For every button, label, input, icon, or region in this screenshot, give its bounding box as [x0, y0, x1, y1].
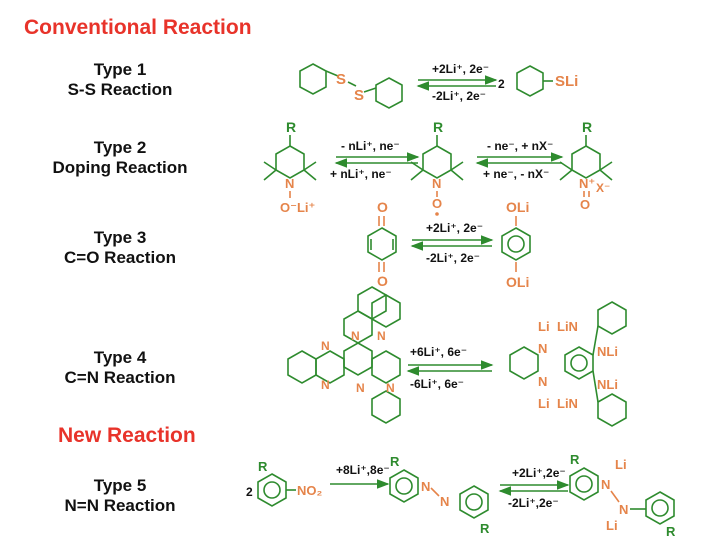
- type3-name: Type 3: [93, 228, 147, 247]
- lithium-amide: NLi: [597, 344, 618, 359]
- header-new-reaction: New Reaction: [58, 424, 196, 447]
- central-ring: [343, 342, 373, 376]
- type5-scheme: 2 R NO₂ +8Li⁺,8e⁻ R N N R +2Li⁺,2e⁻ -2Li…: [246, 452, 676, 539]
- hydrazine-nitrogen: N: [619, 502, 628, 517]
- type3-reaction: C=O Reaction: [64, 248, 176, 267]
- type4-reaction: C=N Reaction: [64, 368, 176, 387]
- piperidine-ring: [422, 145, 452, 179]
- nitro-group: NO₂: [297, 483, 323, 498]
- phenyl-ring: [501, 227, 531, 261]
- r-group: R: [258, 459, 268, 474]
- r-group: R: [570, 452, 580, 467]
- type3-reverse-condition: -2Li⁺, 2e⁻: [426, 251, 480, 265]
- r-group: R: [390, 454, 400, 469]
- carbonyl-oxygen: O: [377, 199, 388, 215]
- type1-reverse-condition: -2Li⁺, 2e⁻: [432, 89, 486, 103]
- azo-nitrogen: N: [421, 479, 430, 494]
- type2-name: Type 2: [93, 138, 147, 157]
- type3-label: Type 3 C=O Reaction: [25, 228, 215, 268]
- piperidine-ring: [275, 145, 305, 179]
- type2-reverse2-condition: + ne⁻, - nX⁻: [483, 167, 549, 181]
- type2-reverse1-condition: + nLi⁺, ne⁻: [330, 167, 392, 181]
- type3-forward-condition: +2Li⁺, 2e⁻: [426, 221, 483, 235]
- type5-reverse2-condition: -2Li⁺,2e⁻: [508, 496, 559, 510]
- coefficient: 2: [246, 485, 253, 499]
- type1-reaction: S-S Reaction: [67, 80, 173, 99]
- nitrogen-atom: N: [285, 176, 294, 191]
- nitrogen-atom: N: [538, 341, 547, 356]
- lithium-amide: Li: [538, 319, 550, 334]
- type2-forward1-condition: - nLi⁺, ne⁻: [341, 139, 400, 153]
- lithium-amide: LiN: [557, 319, 578, 334]
- type5-forward2-condition: +2Li⁺,2e⁻: [512, 466, 566, 480]
- nitrogen-cation: N⁺: [579, 176, 595, 191]
- r-group: R: [666, 524, 676, 539]
- lithium-alkoxide: OLi: [506, 274, 529, 290]
- oxygen-atom: O: [432, 196, 442, 211]
- type4-forward-condition: +6Li⁺, 6e⁻: [410, 345, 467, 359]
- lithium-amide: Li: [538, 396, 550, 411]
- thiolate-group: SLi: [555, 73, 578, 90]
- nitrogen-atom: N: [356, 381, 365, 395]
- nitrogen-atom: N: [321, 378, 330, 392]
- type1-scheme: S S +2Li⁺, 2e⁻ -2Li⁺, 2e⁻ 2 SLi: [299, 62, 578, 109]
- radical-dot: [435, 212, 439, 216]
- phenyl-ring: [459, 485, 489, 519]
- type1-name: Type 1: [93, 60, 147, 79]
- type5-forward1-condition: +8Li⁺,8e⁻: [336, 463, 390, 477]
- type4-reverse-condition: -6Li⁺, 6e⁻: [410, 377, 464, 391]
- sulfur-atom: S: [336, 71, 346, 88]
- phenyl-ring: [299, 63, 327, 95]
- central-ring: [564, 346, 594, 380]
- phenyl-ring: [516, 65, 544, 97]
- carbonyl-oxygen: O: [377, 273, 388, 289]
- lithium-atom: Li: [615, 457, 627, 472]
- type4-name: Type 4: [93, 348, 147, 367]
- lithium-oxide: O⁻Li⁺: [280, 200, 315, 215]
- piperidine-ring: [571, 145, 601, 179]
- type4-scheme: N N N N N N +6Li⁺, 6e⁻ -6Li⁺, 6e⁻ Li LiN…: [287, 286, 627, 427]
- type5-reaction: N=N Reaction: [64, 496, 176, 515]
- lithium-alkoxide: OLi: [506, 199, 529, 215]
- phenyl-ring: [645, 491, 675, 525]
- type5-name: Type 5: [93, 476, 147, 495]
- coefficient: 2: [498, 77, 505, 91]
- phenyl-ring: [389, 469, 419, 503]
- sulfur-atom: S: [354, 87, 364, 104]
- nitrogen-atom: N: [321, 339, 330, 353]
- type2-reaction: Doping Reaction: [52, 158, 188, 177]
- nitrogen-atom: N: [386, 381, 395, 395]
- header-conventional-reaction: Conventional Reaction: [24, 16, 252, 39]
- counter-anion: X⁻: [596, 181, 610, 195]
- phenyl-ring: [257, 473, 287, 507]
- quinone-ring: [367, 227, 397, 261]
- type2-label: Type 2 Doping Reaction: [25, 138, 215, 178]
- phenyl-ring: [569, 467, 599, 501]
- r-group: R: [480, 521, 490, 536]
- nitrogen-atom: N: [538, 374, 547, 389]
- r-group: R: [433, 119, 443, 135]
- type2-forward2-condition: - ne⁻, + nX⁻: [487, 139, 553, 153]
- oxygen-atom: O: [580, 197, 590, 212]
- type3-scheme: O O +2Li⁺, 2e⁻ -2Li⁺, 2e⁻ OLi OLi: [367, 199, 531, 290]
- type1-label: Type 1 S-S Reaction: [25, 60, 215, 100]
- type4-label: Type 4 C=N Reaction: [25, 348, 215, 388]
- r-group: R: [582, 119, 592, 135]
- lithium-amide: NLi: [597, 377, 618, 392]
- phenyl-ring: [375, 77, 403, 109]
- r-group: R: [286, 119, 296, 135]
- type1-forward-condition: +2Li⁺, 2e⁻: [432, 62, 489, 76]
- lithium-amide: LiN: [557, 396, 578, 411]
- azo-nitrogen: N: [440, 494, 449, 509]
- hydrazine-nitrogen: N: [601, 477, 610, 492]
- lithium-atom: Li: [606, 518, 618, 533]
- nitrogen-atom: N: [351, 329, 360, 343]
- nitrogen-atom: N: [432, 176, 441, 191]
- type2-scheme: R N O⁻Li⁺ - nLi⁺, ne⁻ + nLi⁺, ne⁻ R N O …: [263, 119, 613, 216]
- nitrogen-atom: N: [377, 329, 386, 343]
- type5-label: Type 5 N=N Reaction: [25, 476, 215, 516]
